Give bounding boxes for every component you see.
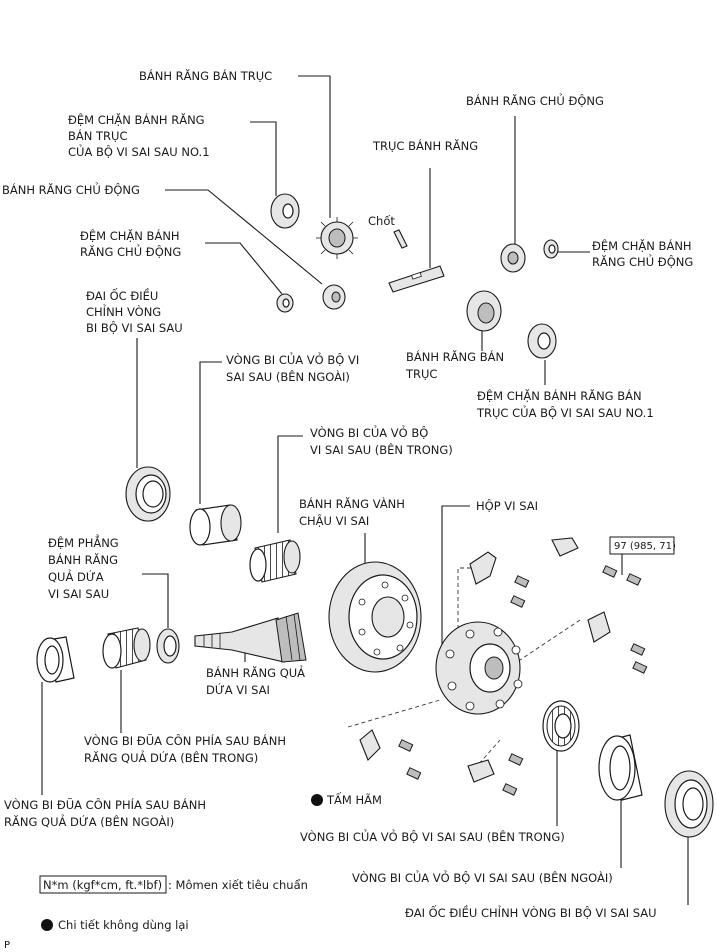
label-drive-pinion-1: BÁNH RĂNG QUẢ [206,664,305,680]
label-case-brg-outer-top-1: VÒNG BI CỦA VỎ BỘ VI [226,351,359,367]
lock-plate-1 [469,551,530,608]
side-gear-thrust-washer-left [270,193,300,229]
lock-plates-and-bolts [359,537,648,796]
label-side-washer-right-1: ĐỆM CHẶN BÁNH RĂNG BÁN [477,388,642,403]
label-rear-brg-inner-1: VÒNG BI ĐŨA CÔN PHÍA SAU BÁNH [84,733,286,748]
corner-mark: P [4,940,10,951]
drive-pinion [194,612,307,663]
label-pinion-washer-1: ĐỆM PHẲNG [48,533,119,550]
label-drive-washer-right-2: RĂNG CHỦ ĐỘNG [592,253,693,269]
label-rear-brg-inner-2: RĂNG QUẢ DỨA (BÊN TRONG) [84,749,258,765]
label-ring-gear-1: BÁNH RĂNG VÀNH [299,496,405,511]
pinion-shaft [388,265,445,293]
drive-gear-thrust-washer-right [543,239,559,259]
label-adj-nut-left-2: CHỈNH VÒNG [86,303,161,319]
label-case-brg-inner-top-1: VÒNG BI CỦA VỎ BỘ [310,424,428,440]
label-case-brg-inner-top-2: VI SAI SAU (BÊN TRONG) [310,442,453,457]
label-rear-brg-outer-2: RĂNG QUẢ DỨA (BÊN NGOÀI) [4,813,174,829]
label-case-brg-inner-bottom: VÒNG BI CỦA VỎ BỘ VI SAI SAU (BÊN TRONG) [300,828,565,844]
label-side-gear-top: BÁNH RĂNG BÁN TRỤC [139,68,272,83]
label-drive-gear-right: BÁNH RĂNG CHỦ ĐỘNG [466,92,604,108]
leader-lines [41,75,689,905]
label-drive-gear-left: BÁNH RĂNG CHỦ ĐỘNG [2,181,140,197]
label-drive-pinion-2: DỨA VI SAI [206,682,270,697]
label-pinion-washer-2: BÁNH RĂNG [48,552,118,567]
case-bearing-outer-top [189,504,242,546]
label-drive-washer-left-1: ĐỆM CHẶN BÁNH [80,228,180,243]
label-drive-washer-right-1: ĐỆM CHẶN BÁNH [592,238,692,253]
label-side-washer-right-2: TRỤC CỦA BỘ VI SAI SAU NO.1 [476,404,654,420]
label-lock-plate: TẤM HÃM [326,791,382,807]
adjusting-nut-bottom [664,770,714,838]
label-side-gear-mid-1: BÁNH RĂNG BÁN [406,349,504,364]
drive-gear-thrust-washer-left [276,293,294,313]
label-rear-brg-outer-1: VÒNG BI ĐŨA CÔN PHÍA SAU BÁNH [4,797,206,812]
side-gear-thrust-washer-right [527,323,557,359]
legend-non-reusable-mark [41,919,53,931]
lock-plate-3 [587,611,648,674]
label-pinion-shaft: TRỤC BÁNH RĂNG [372,138,478,153]
torque-spec-box [609,536,675,555]
ring-gear [328,561,422,673]
label-side-gear-mid-2: TRỤC [405,367,437,381]
label-pinion-washer-3: QUẢ DỨA [48,568,104,584]
label-pin: Chốt [368,214,395,228]
legend-non-reusable: Chi tiết không dùng lại [58,918,189,932]
case-bearing-inner-bottom [542,700,580,752]
side-gear-top [316,217,358,259]
adjusting-nut-left [125,466,171,522]
pinion-plate-washer [156,628,180,664]
label-drive-washer-left-2: RĂNG CHỦ ĐỘNG [80,243,181,259]
label-side-washer-left-1: ĐỆM CHẶN BÁNH RĂNG [68,112,205,127]
non-reusable-mark-lock-plate [311,794,323,806]
legend-torque-unit: N*m (kgf*cm, ft.*lbf) [43,878,162,892]
legend-torque-box [39,875,167,894]
rear-tapered-bearing-inner [102,627,151,669]
drive-gear-left [322,284,346,310]
case-bearing-outer-bottom [598,734,643,801]
label-case-brg-outer-bottom: VÒNG BI CỦA VỎ BỘ VI SAI SAU (BÊN NGOÀI) [352,869,613,885]
label-pinion-washer-4: VI SAI SAU [48,587,109,601]
label-adj-nut-left-1: ĐAI ỐC ĐIỀU [86,287,158,303]
lock-plate-5 [467,753,524,796]
labels: BÁNH RĂNG BÁN TRỤC ĐỆM CHẶN BÁNH RĂNG BÁ… [2,68,693,920]
label-case-brg-outer-top-2: SAI SAU (BÊN NGOÀI) [226,369,350,384]
differential-case [435,621,523,715]
lock-plate-4 [359,729,422,780]
legend-torque-desc: : Mômen xiết tiêu chuẩn [168,878,308,892]
label-side-washer-left-2: BÁN TRỤC [68,128,127,143]
label-torque-box: 97 (985, 71) [614,541,676,552]
drive-gear-right [500,243,526,273]
label-side-washer-left-3: CỦA BỘ VI SAI SAU NO.1 [68,143,210,159]
legend: N*m (kgf*cm, ft.*lbf) : Mômen xiết tiêu … [4,875,308,951]
pin [393,229,408,249]
side-gear-mid [466,290,502,332]
label-adj-nut-bottom: ĐAI ỐC ĐIỀU CHỈNH VÒNG BI BỘ VI SAI SAU [405,904,657,920]
label-ring-gear-2: CHẬU VI SAI [299,513,369,528]
lock-plate-2 [551,537,642,586]
case-bearing-inner-top [249,539,301,583]
rear-tapered-bearing-outer [36,636,75,683]
label-adj-nut-left-3: BI BỘ VI SAI SAU [86,320,183,335]
label-diff-case: HỘP VI SAI [476,498,538,513]
